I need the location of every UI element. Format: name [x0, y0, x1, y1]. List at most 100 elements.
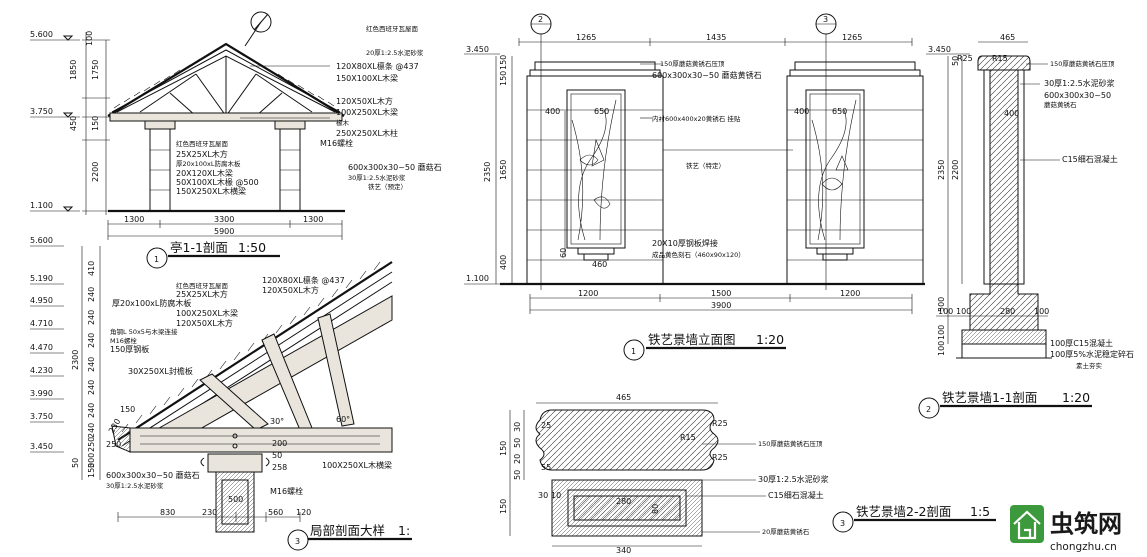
- watermark-brand: 虫筑网: [1050, 510, 1122, 538]
- note-text: 150厚蘑菇黄锈石压顶: [1050, 59, 1115, 68]
- level-mark: 4.230: [30, 366, 53, 375]
- view-title: 铁艺景墙1-1剖面: [942, 390, 1037, 405]
- note-text: 120X80XL檩条 @437: [336, 61, 419, 71]
- view-title: 局部剖面大样: [310, 523, 385, 538]
- dim-label: 30: [513, 422, 522, 432]
- level-mark: 3.990: [30, 389, 53, 398]
- roof-outline: [107, 42, 345, 117]
- dim-label: 100: [937, 325, 946, 340]
- dim-label: 80: [651, 504, 660, 514]
- level-mark: 4.470: [30, 343, 53, 352]
- elevation-notes: 150厚蘑菇黄锈石压顶 600x300x30~50 蘑菇黄锈石 内衬600x40…: [640, 59, 762, 259]
- note-text: 100厚C15混凝土: [1050, 338, 1113, 348]
- pavilion-section-view: 5.600 3.750 1.100 100 1850 1750 450 150 …: [30, 11, 442, 269]
- level-mark: 3.450: [928, 45, 951, 54]
- note-text: 120X50XL木方: [176, 318, 233, 328]
- dim-label: 500: [228, 495, 243, 504]
- dim-label: 300: [87, 453, 96, 468]
- dim-label: 3900: [711, 301, 731, 310]
- dim-label: 200: [272, 439, 287, 448]
- note-text: 600x300x30~50 蘑菇黄锈石: [652, 70, 762, 80]
- note-text: 铁艺（特定）: [686, 161, 725, 170]
- dim-label: 50: [272, 451, 282, 460]
- dim-label: 2350: [483, 162, 492, 182]
- dim-label: 240: [87, 380, 96, 395]
- note-text: 120X50XL木方: [336, 96, 393, 106]
- dim-label: 1300: [124, 215, 144, 224]
- dim-label: 500: [937, 297, 946, 312]
- dim-label: 1750: [91, 60, 100, 80]
- dim-label: 250: [106, 440, 121, 449]
- view-scale: 1:20: [756, 332, 784, 347]
- dim-label: 340: [616, 546, 631, 555]
- view-scale: 1:50: [238, 240, 266, 255]
- view-title: 铁艺景墙立面图: [648, 332, 736, 347]
- dim-label: 3300: [214, 215, 234, 224]
- dim-label: 2200: [91, 162, 100, 182]
- dim-label: 100: [938, 307, 953, 316]
- dim-label: 50: [71, 458, 80, 468]
- dim-label: 240: [87, 287, 96, 302]
- marker-label: 3: [823, 15, 828, 24]
- dim-label: 150: [499, 55, 508, 70]
- tie-beam: [129, 427, 393, 453]
- note-text: 角钢L 50x5与木梁连接: [110, 327, 178, 336]
- dim-label: 1500: [711, 289, 731, 298]
- dim-label: 1200: [578, 289, 598, 298]
- coping-section: [977, 55, 1031, 71]
- note-text: 蘑菇黄锈石: [1044, 100, 1077, 109]
- view-title: 铁艺景墙2-2剖面: [856, 504, 951, 519]
- dim-label: 50: [513, 438, 522, 448]
- wall-section-2-view: 465 340 280 80 30 10 150 150 30 50 20 50…: [499, 393, 996, 555]
- view-scale: 1:20: [1062, 390, 1090, 405]
- note-text: 30X250XL封檐板: [128, 366, 193, 376]
- dim-label: 240: [87, 423, 96, 438]
- view-index: 3: [840, 519, 845, 528]
- view-index: 2: [926, 405, 931, 414]
- dim-label: 5900: [214, 227, 234, 236]
- note-text: 150厚蘑菇黄锈石压顶: [758, 439, 823, 448]
- note-text: 红色西班牙瓦屋面: [176, 139, 229, 148]
- dim-label: 100: [956, 307, 971, 316]
- dim-label: 450: [69, 116, 78, 131]
- dim-label: 560: [268, 508, 283, 517]
- dim-label: 150: [499, 499, 508, 514]
- dim-label: 410: [87, 261, 96, 276]
- dim-label: 25: [541, 421, 551, 430]
- view-index: 1: [154, 255, 159, 264]
- section-1-notes: 150厚蘑菇黄锈石压顶 30厚1:2.5水泥砂浆 600x300x30~50 蘑…: [1020, 59, 1134, 370]
- dim-label: 100: [85, 31, 94, 46]
- dim-label: 465: [616, 393, 631, 402]
- dim-label: 400: [1004, 109, 1019, 118]
- note-text: 150厚钢板: [110, 344, 149, 354]
- radius-label: R25: [712, 453, 728, 462]
- dim-label: 1850: [69, 60, 78, 80]
- level-mark: 3.750: [30, 412, 53, 421]
- dim-label: 240: [87, 357, 96, 372]
- radius-label: R25: [712, 419, 728, 428]
- dim-label: 10: [551, 491, 561, 500]
- level-mark: 5.190: [30, 274, 53, 283]
- view-title: 亭1-1剖面: [170, 240, 228, 255]
- dim-label: 400: [499, 255, 508, 270]
- dim-label: 50: [951, 56, 960, 66]
- note-text: 100X250XL木梁: [336, 107, 398, 117]
- note-text: 30厚1:2.5水泥砂浆: [348, 173, 406, 182]
- angle-label: 30°: [270, 417, 284, 426]
- dim-label: 400: [794, 107, 809, 116]
- note-text: 成品黄色刻石（460x90x120）: [652, 250, 745, 259]
- dim-label: 650: [832, 107, 847, 116]
- dim-label: 240: [87, 403, 96, 418]
- dim-label: 150: [120, 405, 135, 414]
- dim-label: 100: [937, 341, 946, 356]
- note-text: 内衬600x400x20黄锈石 挂贴: [652, 114, 741, 123]
- dim-label: 240: [87, 333, 96, 348]
- dim-label: 258: [272, 463, 287, 472]
- dim-label: 1300: [303, 215, 323, 224]
- note-text: 30厚1:2.5水泥砂浆: [106, 481, 164, 490]
- note-text: 20厚蘑菇黄锈石: [762, 527, 810, 536]
- note-text: C15细石混凝土: [1062, 154, 1118, 164]
- dim-label: 460: [592, 260, 607, 269]
- note-text: 20厚1:2.5水泥砂浆: [366, 48, 424, 57]
- note-text: 600x300x30~50: [1044, 91, 1111, 100]
